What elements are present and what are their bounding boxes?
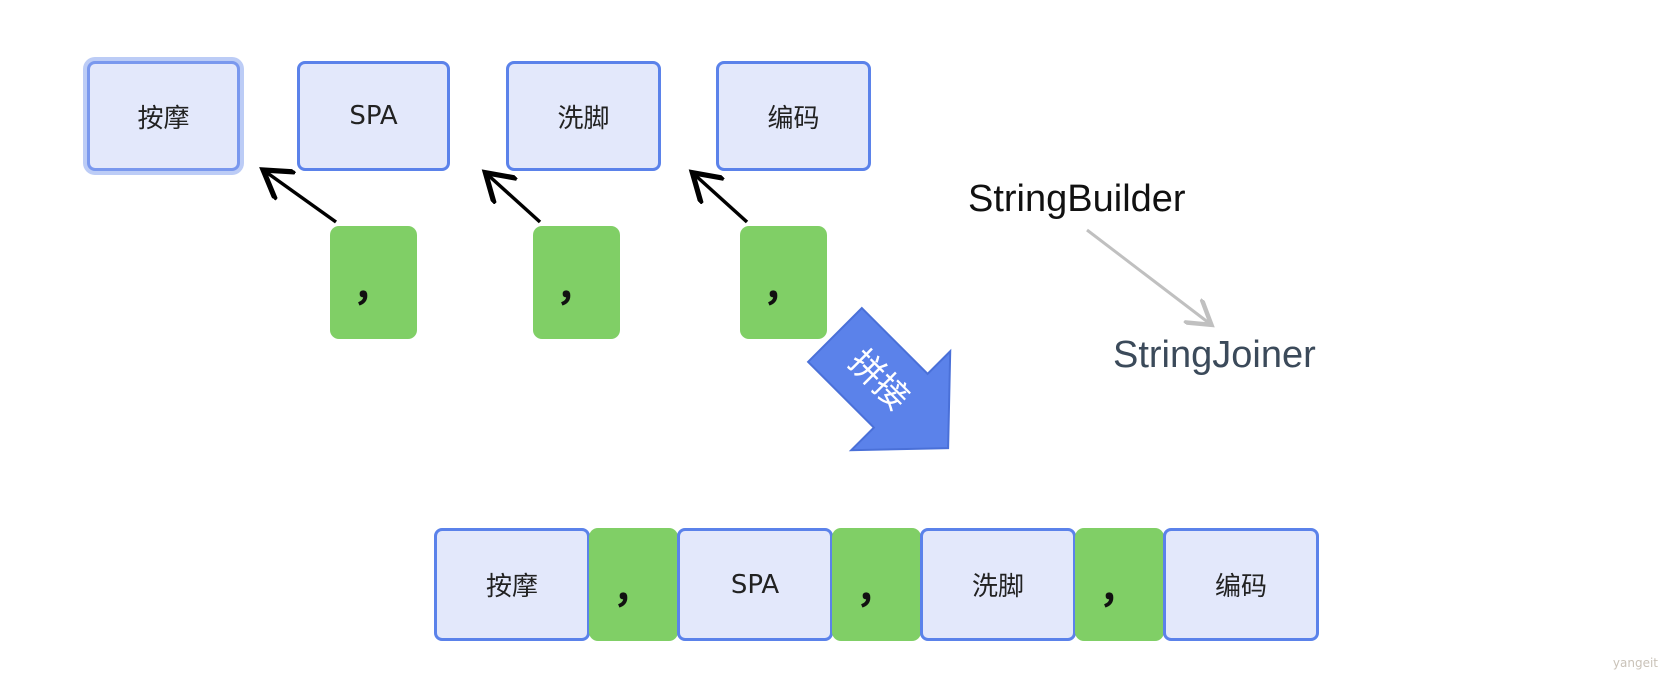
separator-label: ， [856, 564, 897, 612]
item-label: 按摩 [485, 572, 538, 602]
item-label: 洗脚 [557, 103, 610, 134]
result-separator[interactable]: ， [832, 528, 921, 641]
result-separator[interactable]: ， [1075, 528, 1164, 641]
separator-block[interactable]: ， [740, 226, 827, 339]
item-box-xijiao[interactable]: 洗脚 [506, 61, 661, 171]
item-box-anmo[interactable]: 按摩 [87, 61, 240, 171]
separator-block[interactable]: ， [533, 226, 620, 339]
stringjoiner-label: StringJoiner [1113, 334, 1316, 376]
class-transition-arrow [1086, 228, 1209, 323]
item-label: 编码 [767, 103, 820, 134]
insert-arrow [266, 172, 338, 224]
watermark: yangeit [1612, 656, 1658, 670]
result-item-xijiao[interactable]: 洗脚 [920, 528, 1076, 641]
join-arrow: 拼接 [806, 306, 952, 452]
item-label: 编码 [1214, 572, 1267, 602]
insert-arrow [488, 175, 542, 224]
item-label: SPA [349, 101, 398, 131]
item-box-bianma[interactable]: 编码 [716, 61, 871, 171]
separator-label: ， [613, 564, 654, 612]
item-box-spa[interactable]: SPA [297, 61, 450, 171]
insert-arrow [695, 175, 749, 224]
separator-block[interactable]: ， [330, 226, 417, 339]
result-separator[interactable]: ， [589, 528, 678, 641]
result-item-spa[interactable]: SPA [677, 528, 833, 641]
separator-label: ， [556, 262, 597, 310]
result-item-anmo[interactable]: 按摩 [434, 528, 590, 641]
result-item-bianma[interactable]: 编码 [1163, 528, 1319, 641]
item-label: 按摩 [137, 103, 190, 134]
separator-label: ， [1099, 564, 1140, 612]
stringbuilder-label: StringBuilder [968, 178, 1186, 220]
item-label: SPA [730, 569, 780, 600]
separator-label: ， [763, 262, 804, 310]
separator-label: ， [353, 262, 394, 310]
item-label: 洗脚 [971, 572, 1024, 602]
